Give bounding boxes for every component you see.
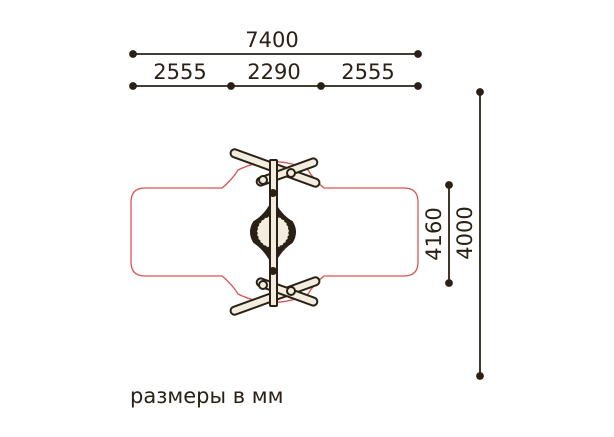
units-caption: размеры в мм — [130, 384, 283, 408]
segment-middle-label: 2290 — [247, 60, 300, 84]
equipment — [229, 148, 321, 316]
safety-zone-outline — [130, 161, 419, 303]
outer-height-label: 4000 — [453, 206, 477, 259]
segment-right-label: 2555 — [341, 60, 394, 84]
beam — [269, 159, 278, 307]
total-width-label: 7400 — [245, 28, 298, 52]
inner-height-label: 4160 — [422, 207, 446, 260]
segment-left-label: 2555 — [153, 60, 206, 84]
